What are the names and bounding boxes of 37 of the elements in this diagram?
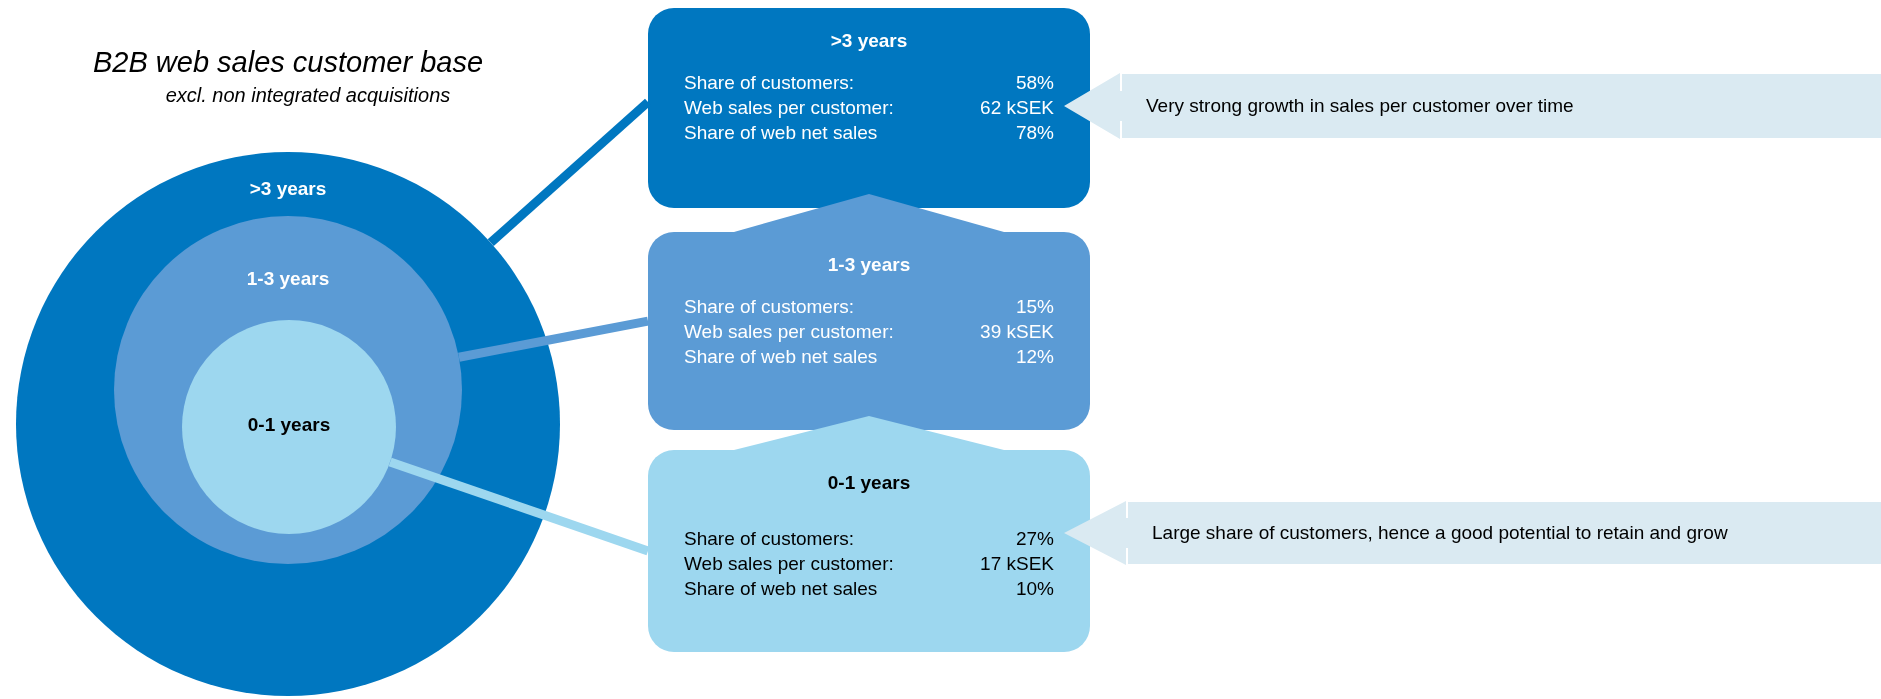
connector-line <box>388 457 650 556</box>
metric-card <box>648 8 1090 208</box>
metric-value: 17 kSEK <box>980 553 1054 574</box>
subtitle: excl. non integrated acquisitions <box>164 84 452 107</box>
callout-banner <box>1128 502 1881 564</box>
ring-label: >3 years <box>248 178 328 200</box>
metric-value: 78% <box>1014 122 1054 143</box>
metric-label: Share of web net sales <box>684 578 879 599</box>
metric-value: 62 kSEK <box>980 97 1054 118</box>
callout-text: Large share of customers, hence a good potential to retain and grow <box>1152 522 1728 544</box>
callout-text: Very strong growth in sales per customer over time <box>1146 95 1574 117</box>
ring-label: 1-3 years <box>245 268 331 290</box>
metric-label: Share of web net sales <box>684 346 879 367</box>
callout-arrow <box>1064 73 1122 139</box>
callout-banner <box>1122 74 1881 138</box>
box-heading: 1-3 years <box>826 254 912 276</box>
box-heading: >3 years <box>829 30 909 52</box>
connector-line <box>458 316 649 362</box>
metric-label: Share of customers: <box>684 72 856 93</box>
metric-label: Share of customers: <box>684 528 856 549</box>
diagram-title: B2B web sales customer base <box>91 46 485 79</box>
metric-value: 58% <box>1014 72 1054 93</box>
chevron-arrow <box>734 416 1004 450</box>
chevron-arrow <box>734 194 1004 232</box>
metric-label: Web sales per customer: <box>684 553 895 574</box>
metric-label: Share of web net sales <box>684 122 879 143</box>
metric-value: 15% <box>1014 296 1054 317</box>
metric-label: Web sales per customer: <box>684 321 895 342</box>
metric-label: Share of customers: <box>684 296 856 317</box>
metric-value: 27% <box>1014 528 1054 549</box>
callout-arrow <box>1064 501 1128 565</box>
metric-value: 39 kSEK <box>980 321 1054 342</box>
ring-label: 0-1 years <box>246 414 332 436</box>
metric-value: 10% <box>1014 578 1054 599</box>
metric-label: Web sales per customer: <box>684 97 895 118</box>
box-heading: 0-1 years <box>826 472 912 494</box>
metric-value: 12% <box>1014 346 1054 367</box>
